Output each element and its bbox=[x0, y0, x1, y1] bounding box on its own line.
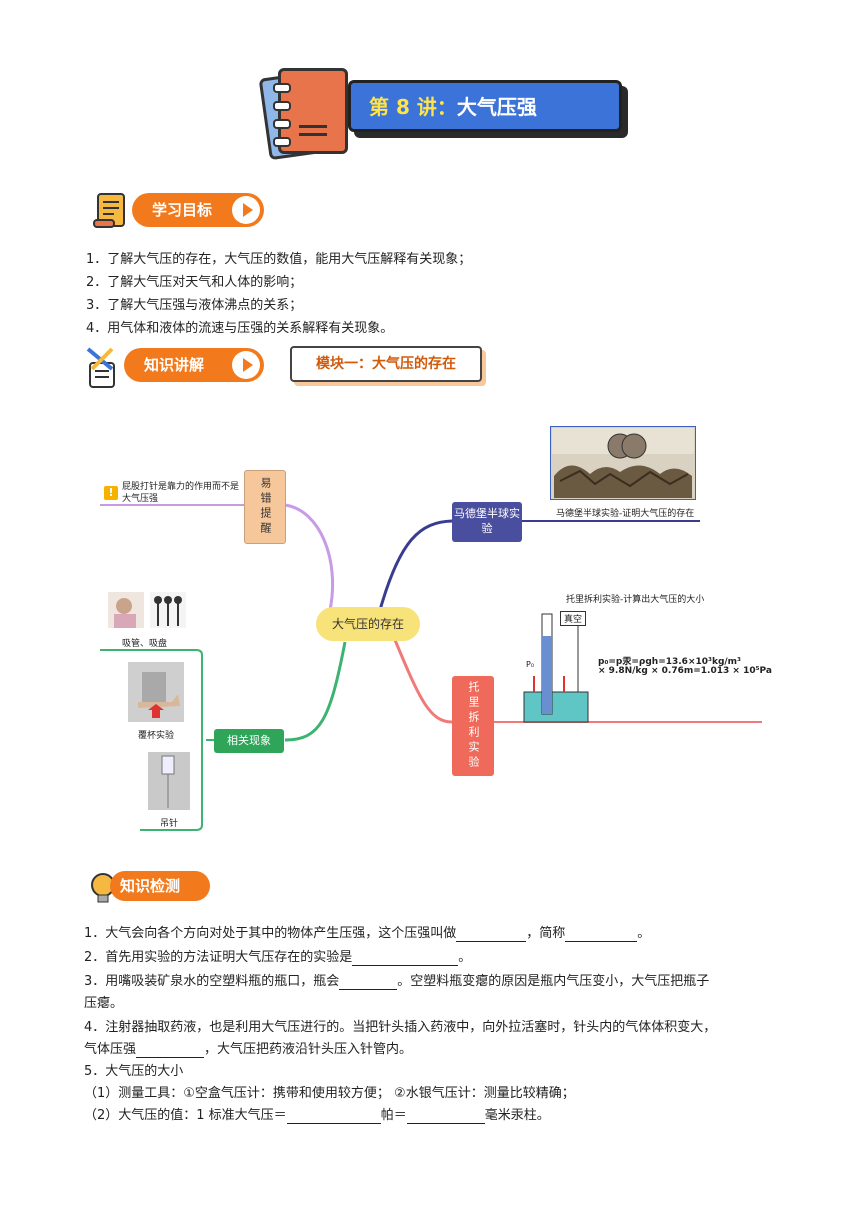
play-icon bbox=[232, 351, 260, 379]
question-4-cont: 气体压强 ，大气压把药液沿针头压入针管内。 bbox=[84, 1038, 412, 1058]
question-4: 4．注射器抽取药液，也是利用大气压进行的。当把针头插入药液中，向外拉活塞时，针头… bbox=[84, 1020, 717, 1035]
question-text: （2）大气压的值：1 标准大气压＝ bbox=[84, 1108, 287, 1123]
check-label: 知识检测 bbox=[120, 877, 181, 895]
answer-blank[interactable] bbox=[339, 974, 398, 990]
question-text: 气体压强 bbox=[84, 1042, 137, 1057]
title-bar: 第 8 讲：大气压强 bbox=[348, 80, 622, 132]
node-related: 相关现象 bbox=[214, 729, 284, 753]
cup-caption: 覆杯实验 bbox=[138, 731, 175, 741]
answer-blank[interactable] bbox=[406, 1108, 485, 1124]
mindmap-connectors bbox=[100, 503, 762, 831]
question-text: 3．用嘴吸装矿泉水的空塑料瓶的瓶口，瓶会 bbox=[84, 974, 340, 989]
vacuum-label: 真空 bbox=[560, 611, 587, 626]
goal-item: 3．了解大气压强与液体沸点的关系； bbox=[86, 298, 303, 313]
goals-label: 学习目标 bbox=[152, 201, 213, 219]
scroll-icon bbox=[93, 193, 125, 228]
knowledge-label: 知识讲解 bbox=[144, 356, 205, 374]
straw-suction-image bbox=[108, 592, 186, 628]
question-5-1: （1）测量工具：①空盒气压计：携带和使用较方便； ②水银气压计：测量比较精确； bbox=[84, 1086, 575, 1101]
notebook-icon bbox=[273, 68, 348, 154]
straw-caption: 吸管、吸盘 bbox=[122, 639, 168, 649]
node-easy-mistake: 易错提醒 bbox=[244, 470, 286, 544]
title-banner: 第 8 讲：大气压强 bbox=[258, 68, 630, 161]
easy-mistake-note: 屁股打针是靠力的作用而不是大气压强 bbox=[122, 482, 240, 504]
answer-blank[interactable] bbox=[456, 926, 527, 942]
question-3: 3．用嘴吸装矿泉水的空塑料瓶的瓶口，瓶会 。空塑料瓶变瘪的原因是瓶内气压变小，大… bbox=[84, 970, 709, 990]
question-text: 。空塑料瓶变瘪的原因是瓶内气压变小，大气压把瓶子 bbox=[397, 974, 710, 989]
mindmap-center: 大气压的存在 bbox=[316, 607, 420, 641]
question-text: 1．大气会向各个方向对处于其中的物体产生压强，这个压强叫做 bbox=[84, 926, 457, 941]
p0-label: P₀ bbox=[526, 660, 535, 669]
answer-blank[interactable] bbox=[565, 926, 638, 942]
goal-item: 1．了解大气压的存在，大气压的数值，能用大气压解释有关现象； bbox=[86, 252, 472, 267]
drip-caption: 吊针 bbox=[160, 819, 179, 829]
cup-experiment-image bbox=[128, 662, 184, 722]
tools-icon bbox=[86, 347, 115, 388]
question-5-2: （2）大气压的值：1 标准大气压＝ 帕＝ 毫米汞柱。 bbox=[84, 1104, 550, 1124]
question-text: 毫米汞柱。 bbox=[484, 1108, 550, 1123]
answer-blank[interactable] bbox=[286, 1108, 381, 1124]
question-text: 。 bbox=[458, 950, 472, 965]
module-title: 模块一：大气压的存在 bbox=[290, 346, 482, 382]
play-icon bbox=[232, 196, 260, 224]
question-text: 2．首先用实验的方法证明大气压存在的实验是 bbox=[84, 950, 353, 965]
goal-item: 4．用气体和液体的流速与压强的关系解释有关现象。 bbox=[86, 321, 394, 336]
check-section-header: 知识检测 bbox=[110, 871, 210, 901]
node-magdeburg: 马德堡半球实验 bbox=[452, 502, 522, 542]
question-5: 5．大气压的大小 bbox=[84, 1064, 184, 1079]
goals-section-header: 学习目标 bbox=[132, 193, 264, 227]
page-title: 第 8 讲：大气压强 bbox=[369, 95, 537, 119]
magdeburg-caption: 马德堡半球实验-证明大气压的存在 bbox=[556, 509, 695, 519]
drip-image bbox=[148, 752, 190, 810]
warning-icon: ! bbox=[104, 486, 118, 500]
goal-item: 2．了解大气压对天气和人体的影响； bbox=[86, 275, 303, 290]
question-2: 2．首先用实验的方法证明大气压存在的实验是 。 bbox=[84, 946, 471, 966]
torricelli-caption: 托里拆利实验-计算出大气压的大小 bbox=[566, 595, 705, 605]
node-torricelli: 托里拆利实验 bbox=[452, 676, 494, 776]
question-text: ，大气压把药液沿针头压入针管内。 bbox=[204, 1042, 413, 1057]
answer-blank[interactable] bbox=[136, 1042, 205, 1058]
question-text: 帕＝ bbox=[380, 1108, 407, 1123]
answer-blank[interactable] bbox=[352, 950, 459, 966]
question-1: 1．大气会向各个方向对处于其中的物体产生压强，这个压强叫做 ，简称 。 bbox=[84, 922, 650, 942]
question-text: ，简称 bbox=[526, 926, 566, 941]
magdeburg-illustration bbox=[550, 426, 696, 500]
question-3-cont: 压瘪。 bbox=[84, 996, 124, 1011]
question-text: 。 bbox=[637, 926, 651, 941]
torricelli-illustration bbox=[523, 613, 589, 723]
knowledge-section-header: 知识讲解 bbox=[124, 348, 264, 382]
formula-line-2: × 9.8N/kg × 0.76m=1.013 × 10⁵Pa bbox=[598, 666, 772, 676]
formula-line-1: p₀=p汞=ρgh=13.6×10³kg/m³ bbox=[598, 657, 741, 667]
